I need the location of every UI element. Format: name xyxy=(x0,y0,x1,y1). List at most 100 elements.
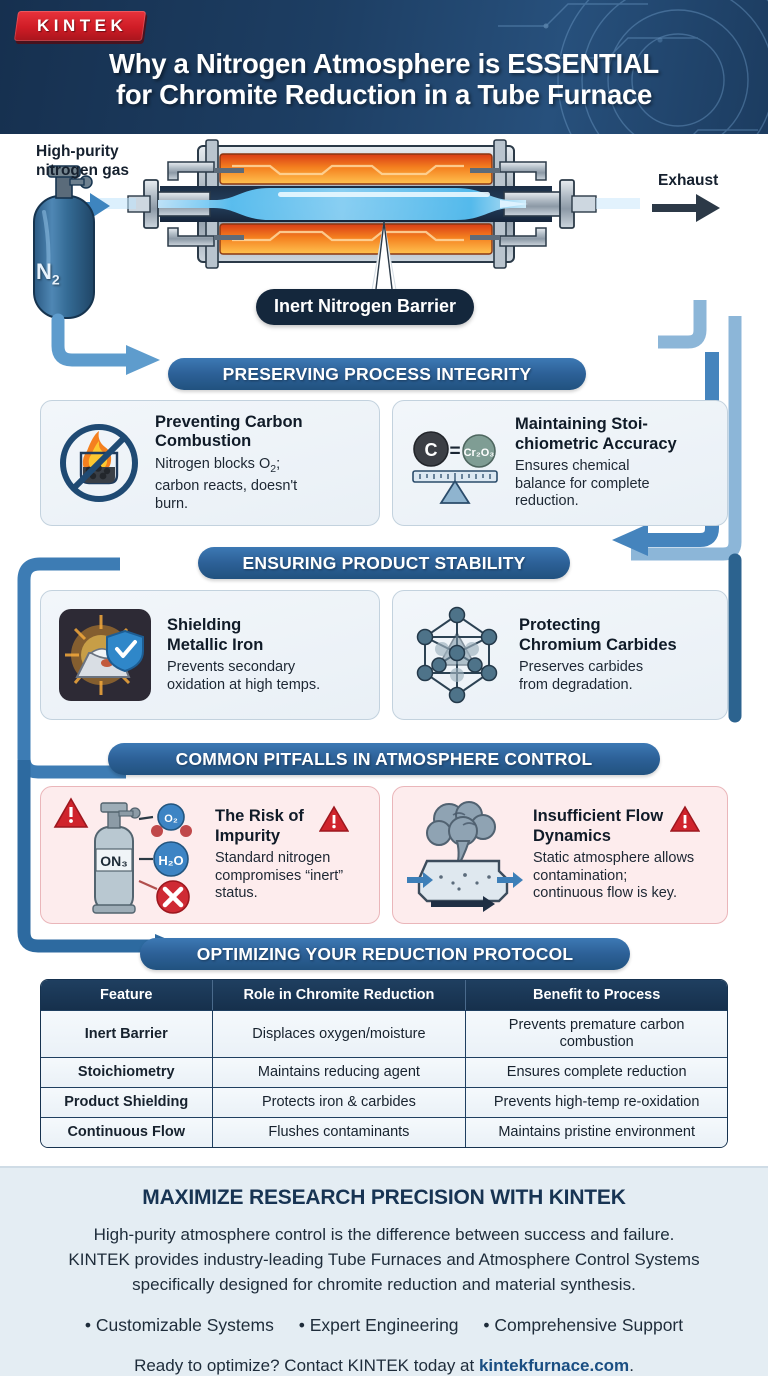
card-title: The Risk of Impurity xyxy=(215,807,343,846)
card-title: Maintaining Stoi- chiometric Accuracy xyxy=(515,415,677,454)
card-description: Preserves carbides from degradation. xyxy=(519,659,677,694)
card-risk-of-impurity[interactable]: ON₃ O₂ H₂O The Risk of I xyxy=(40,786,380,924)
cylinder-impure-label: ON₃ xyxy=(100,853,127,869)
card-desc-part1: Prevents secondary xyxy=(167,659,296,675)
card-desc-part1: Standard nitrogen xyxy=(215,850,331,867)
table-cell-role: Displaces oxygen/moisture xyxy=(212,1010,467,1057)
table-cell-feature: Stoichiometry xyxy=(41,1057,213,1087)
card-text-block: The Risk of Impurity Standard nitrogen c… xyxy=(215,805,350,903)
card-title-line2: Impurity xyxy=(215,826,281,845)
card-text-block: Insufficient Flow Dynamics Static atmosp… xyxy=(533,805,701,903)
card-description: Static atmosphere allows contamination; … xyxy=(533,850,694,903)
section-badge-common-pitfalls: COMMON PITFALLS IN ATMOSPHERE CONTROL xyxy=(108,743,660,775)
circuit-pattern-icon xyxy=(498,0,768,134)
table-cell-benefit: Prevents high-temp re-oxidation xyxy=(466,1087,727,1117)
card-desc-part2: balance for complete xyxy=(515,475,650,492)
card-desc-part1: Nitrogen blocks O xyxy=(155,455,271,472)
card-description: Prevents secondary oxidation at high tem… xyxy=(167,659,320,694)
page-header: KINTEK Why a Nitrogen Atmosphere is ESSE… xyxy=(0,0,768,134)
footer-heading: MAXIMIZE RESEARCH PRECISION WITH KINTEK xyxy=(142,1186,626,1209)
table-row: Stoichiometry Maintains reducing agent E… xyxy=(41,1057,727,1087)
card-title: Preventing Carbon Combustion xyxy=(155,413,303,452)
kintek-logo[interactable]: KINTEK xyxy=(13,11,147,41)
card-maintaining-stoichiometric-accuracy[interactable]: C = Cr₂O₃ Maintaining Stoi- chiom xyxy=(392,400,728,526)
table-header-feature: Feature xyxy=(41,980,213,1010)
footer-body-line3: specifically designed for chromite reduc… xyxy=(132,1275,636,1294)
no-fire-beaker-icon xyxy=(53,417,145,509)
card-shielding-metallic-iron[interactable]: Shielding Metallic Iron Prevents seconda… xyxy=(40,590,380,720)
balance-scale-icon: C = Cr₂O₃ xyxy=(405,417,505,509)
card-desc-part1b: ; xyxy=(276,455,281,472)
table-cell-benefit: Ensures complete reduction xyxy=(466,1057,727,1087)
crystal-lattice-icon xyxy=(405,603,509,707)
footer-bullets: • Customizable Systems • Expert Engineer… xyxy=(0,1315,768,1336)
footer-cta-suffix: . xyxy=(629,1356,634,1375)
table-row: Inert Barrier Displaces oxygen/moisture … xyxy=(41,1010,727,1057)
card-title-line1: Insufficient Flow xyxy=(533,807,664,826)
card-insufficient-flow-dynamics[interactable]: Insufficient Flow Dynamics Static atmosp… xyxy=(392,786,728,924)
table-header-role: Role in Chromite Reduction xyxy=(212,980,467,1010)
card-text-block: Preventing Carbon Combustion Nitrogen bl… xyxy=(155,413,303,513)
card-desc-part2: oxidation at high temps. xyxy=(167,676,321,693)
card-protecting-chromium-carbides[interactable]: Protecting Chromium Carbides Preserves c… xyxy=(392,590,728,720)
section-badge-ensuring-product-stability: ENSURING PRODUCT STABILITY xyxy=(198,547,570,579)
carbon-symbol-label: C xyxy=(425,440,438,460)
card-desc-part1: Ensures chemical xyxy=(515,458,630,475)
equals-symbol-label: = xyxy=(449,441,460,462)
card-title-line2: Metallic Iron xyxy=(167,635,264,654)
protocol-table: Feature Role in Chromite Reduction Benef… xyxy=(40,979,728,1148)
card-title-line2: Combustion xyxy=(155,432,252,451)
card-title-line2: chiometric Accuracy xyxy=(515,434,677,453)
card-desc-part1: Preserves carbides xyxy=(519,659,644,675)
page-title-line1: Why a Nitrogen Atmosphere is ESSENTIAL xyxy=(109,48,659,79)
table-header-benefit: Benefit to Process xyxy=(466,980,727,1010)
card-text-block: Maintaining Stoi- chiometric Accuracy En… xyxy=(515,415,677,511)
footer-bullet-engineering: • Expert Engineering xyxy=(298,1315,459,1335)
card-desc-part3: status. xyxy=(215,885,258,902)
table-cell-benefit: Maintains pristine environment xyxy=(466,1117,727,1147)
card-desc-part3: continuous flow is key. xyxy=(533,885,677,902)
card-desc-part3: burn. xyxy=(155,495,189,512)
cylinder-label: N2 xyxy=(36,259,60,287)
page-footer: MAXIMIZE RESEARCH PRECISION WITH KINTEK … xyxy=(0,1166,768,1376)
card-desc-part1: Static atmosphere allows xyxy=(533,850,695,867)
table-cell-role: Protects iron & carbides xyxy=(212,1087,467,1117)
table-cell-role: Maintains reducing agent xyxy=(212,1057,467,1087)
card-desc-part3: reduction. xyxy=(515,493,579,510)
furnace-diagram: High-purity nitrogen gas Exhaust N2 Iner… xyxy=(0,134,768,342)
card-title: Insufficient Flow Dynamics xyxy=(533,807,694,846)
table-row: Continuous Flow Flushes contaminants Mai… xyxy=(41,1117,727,1147)
footer-cta: Ready to optimize? Contact KINTEK today … xyxy=(0,1356,768,1376)
table-cell-role: Flushes contaminants xyxy=(212,1117,467,1147)
card-desc-part2: compromises “inert” xyxy=(215,867,344,884)
chromite-symbol-label: Cr₂O₃ xyxy=(464,447,495,459)
footer-body-line2: KINTEK provides industry-leading Tube Fu… xyxy=(68,1250,700,1269)
o2-molecule-label: O₂ xyxy=(164,813,178,825)
section-badge-preserving-process-integrity: PRESERVING PROCESS INTEGRITY xyxy=(168,358,586,390)
card-desc-part2: from degradation. xyxy=(519,676,633,693)
footer-bullet-customizable: • Customizable Systems xyxy=(84,1315,274,1335)
card-preventing-carbon-combustion[interactable]: Preventing Carbon Combustion Nitrogen bl… xyxy=(40,400,380,526)
stagnant-flow-icon xyxy=(405,797,523,913)
card-description: Nitrogen blocks O2; carbon reacts, doesn… xyxy=(155,456,303,513)
table-cell-benefit: Prevents premature carbon combustion xyxy=(466,1010,727,1057)
footer-cta-link[interactable]: kintekfurnace.com xyxy=(478,1356,630,1375)
card-text-block: Protecting Chromium Carbides Preserves c… xyxy=(519,616,677,694)
exhaust-arrow-icon xyxy=(652,194,720,222)
card-title-line1: Shielding xyxy=(167,616,242,634)
section-badge-optimizing-protocol: OPTIMIZING YOUR REDUCTION PROTOCOL xyxy=(140,938,630,970)
shielded-iron-icon xyxy=(53,603,157,707)
card-desc-part2: contamination; xyxy=(533,867,628,884)
cylinder-label-sub: 2 xyxy=(51,271,60,288)
warning-triangle-icon xyxy=(670,805,701,832)
card-description: Ensures chemical balance for complete re… xyxy=(515,458,677,511)
card-title-line2: Chromium Carbides xyxy=(519,635,677,654)
footer-body: High-purity atmosphere control is the di… xyxy=(0,1222,768,1297)
inlet-label-line1: High-purity xyxy=(36,143,119,160)
table-header-row: Feature Role in Chromite Reduction Benef… xyxy=(41,980,727,1010)
h2o-molecule-label: H₂O xyxy=(158,853,183,868)
table-cell-feature: Continuous Flow xyxy=(41,1117,213,1147)
card-desc-sub: 2 xyxy=(270,462,277,475)
card-text-block: Shielding Metallic Iron Prevents seconda… xyxy=(167,616,320,694)
